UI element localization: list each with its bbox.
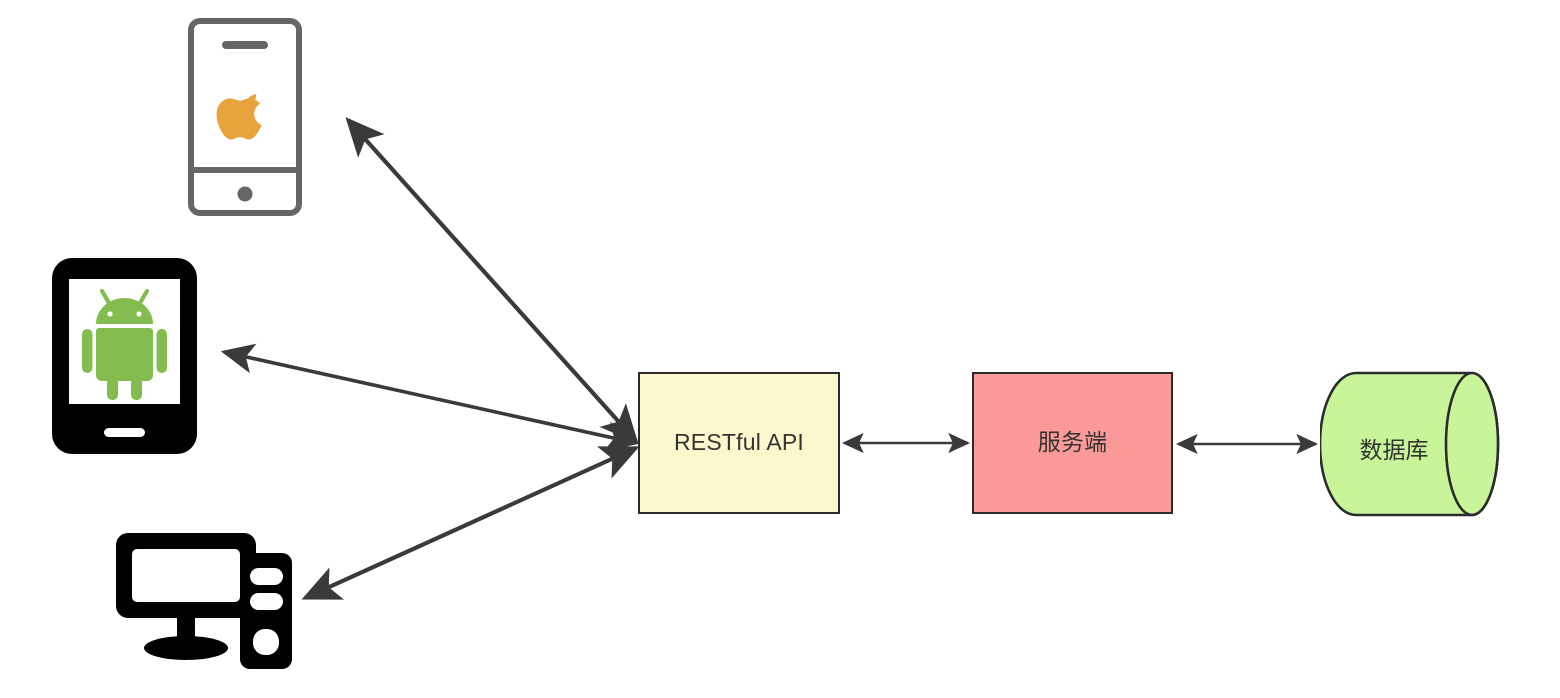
node-server-label: 服务端 (1037, 429, 1108, 456)
edge-desktop-api (301, 446, 640, 600)
apple-logo-icon (216, 94, 262, 140)
desktop-computer-icon[interactable] (114, 530, 294, 672)
edge-iphone-api (345, 117, 639, 444)
node-restful-api-label: RESTful API (673, 429, 805, 456)
iphone-icon-graphic (188, 18, 302, 216)
android-robot-icon (82, 288, 167, 400)
node-database[interactable]: 数据库 (1318, 371, 1510, 517)
node-server[interactable]: 服务端 (972, 372, 1173, 514)
edge-android-api (220, 343, 640, 452)
android-phone-icon-graphic (52, 258, 197, 454)
node-restful-api[interactable]: RESTful API (638, 372, 840, 514)
android-phone-icon[interactable] (52, 258, 197, 454)
database-cylinder-shape (1318, 371, 1500, 517)
desktop-computer-icon-graphic (116, 533, 292, 669)
node-database-label: 数据库 (1359, 437, 1429, 463)
iphone-icon[interactable] (188, 18, 302, 216)
